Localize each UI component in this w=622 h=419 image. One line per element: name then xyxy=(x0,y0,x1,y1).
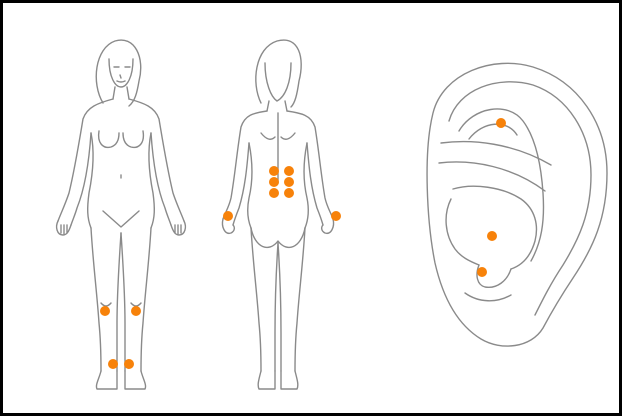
point-back-lumbar-5 xyxy=(269,188,279,198)
point-back-hand-right xyxy=(331,211,341,221)
body-back-figure xyxy=(222,40,333,389)
point-ear-middle xyxy=(487,231,497,241)
point-back-hand-left xyxy=(223,211,233,221)
body-front-figure xyxy=(57,40,186,389)
point-back-lumbar-4 xyxy=(284,177,294,187)
point-back-lumbar-1 xyxy=(269,166,279,176)
point-back-lumbar-3 xyxy=(269,177,279,187)
point-back-lumbar-6 xyxy=(284,188,294,198)
point-front-ankle-left xyxy=(108,359,118,369)
ear-figure xyxy=(427,63,607,346)
point-front-knee-right xyxy=(131,306,141,316)
acupressure-points xyxy=(100,118,506,369)
point-front-knee-left xyxy=(100,306,110,316)
acupressure-diagram xyxy=(3,3,622,419)
point-ear-lower xyxy=(477,267,487,277)
point-back-lumbar-2 xyxy=(284,166,294,176)
point-ear-upper xyxy=(496,118,506,128)
point-front-ankle-right xyxy=(124,359,134,369)
